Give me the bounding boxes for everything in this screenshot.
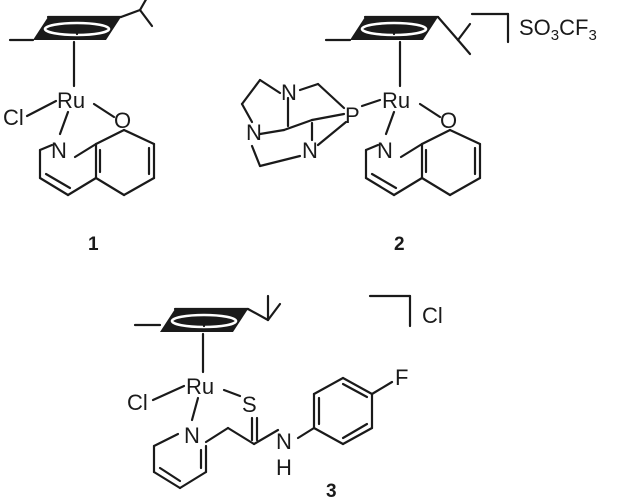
compound-3: Cl Ru Cl S N N H <box>127 294 443 501</box>
cl-atom-3: Cl <box>127 390 148 415</box>
p-atom-2: P <box>345 103 360 128</box>
n-atom-3: N <box>184 423 200 448</box>
counterion-3: Cl <box>422 303 443 328</box>
ru-atom-2: Ru <box>382 88 410 113</box>
pyridine-ring-3 <box>152 426 230 490</box>
fluorophenyl-ring-3 <box>296 376 394 446</box>
n-atom-2: N <box>377 138 393 163</box>
n-atom-1: N <box>51 138 67 163</box>
p-cymene-ring-2 <box>324 15 472 88</box>
cage-n-right: N <box>302 138 318 163</box>
cl-atom-1: Cl <box>3 105 24 130</box>
ru-atom-1: Ru <box>57 88 85 113</box>
p-cymene-ring-3 <box>133 294 282 374</box>
amide-h-3: H <box>276 455 292 480</box>
pta-cage-2: N N N <box>240 78 348 168</box>
o-atom-2: O <box>440 108 457 133</box>
counterion-2: SO3CF3 <box>519 15 597 44</box>
cage-n-top: N <box>281 80 297 105</box>
cage-n-left: N <box>246 120 262 145</box>
amide-n-3: N <box>276 429 292 454</box>
quinoline-rings-1 <box>38 128 156 197</box>
s-atom-3: S <box>242 392 257 417</box>
compound-label-3: 3 <box>326 481 337 501</box>
f-atom-3: F <box>395 365 408 390</box>
compound-1: Ru Cl O N 1 <box>3 0 156 255</box>
o-atom-1: O <box>114 108 131 133</box>
compound-label-2: 2 <box>394 234 405 255</box>
ru-atom-3: Ru <box>186 374 214 399</box>
compound-label-1: 1 <box>88 234 99 255</box>
quinoline-rings-2 <box>364 128 482 197</box>
compound-2: SO3CF3 Ru P O N N N N <box>240 12 597 255</box>
p-cymene-ring-1 <box>8 0 154 88</box>
